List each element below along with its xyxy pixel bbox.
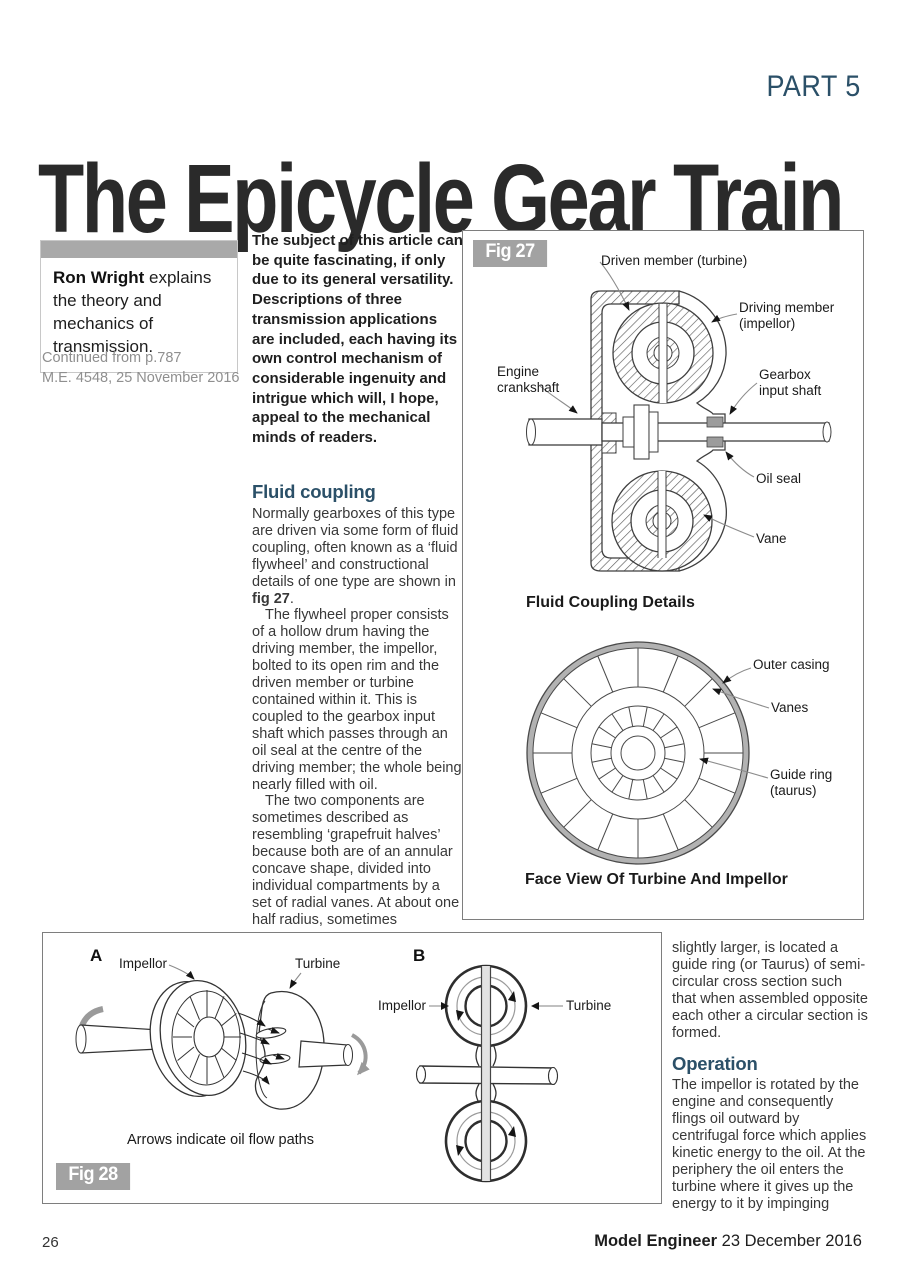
fig28-tag: Fig 28 xyxy=(56,1163,131,1190)
fluid-coupling-heading: Fluid coupling xyxy=(252,481,376,502)
fig28a-leaders xyxy=(168,964,302,989)
label-turbine-a: Turbine xyxy=(295,956,341,971)
figure-28: A Impellor Turbine B Impellor Turbine Ar… xyxy=(42,932,662,1204)
oil-seal-lower xyxy=(706,436,724,448)
author-box: Ron Wright explains the theory and mecha… xyxy=(40,240,238,373)
label-outer-casing: Outer casing xyxy=(753,657,830,672)
oil-flow-arrows xyxy=(237,1012,285,1085)
oil-circulation-section xyxy=(415,964,563,1183)
footer-page-number: 26 xyxy=(42,1234,59,1251)
label-impellor-b: Impellor xyxy=(377,998,426,1013)
footer-date: 23 December 2016 xyxy=(717,1232,862,1250)
fig27-leader-lines xyxy=(539,261,758,538)
caption-fluid-coupling-details: Fluid Coupling Details xyxy=(526,594,695,611)
label-gearbox-input-shaft: Gearbox input shaft xyxy=(759,367,822,398)
fig27-drawing xyxy=(526,261,832,865)
article-lede: The subject of this article can be quite… xyxy=(252,232,463,447)
fluid-coupling-para1: Normally gearboxes of this type are driv… xyxy=(252,506,459,607)
label-turbine-b: Turbine xyxy=(566,998,612,1013)
face-view-leaders xyxy=(699,667,770,779)
caption-face-view: Face View Of Turbine And Impellor xyxy=(525,871,788,888)
right-column: slightly larger, is located a guide ring… xyxy=(672,940,868,1213)
author-name: Ron Wright xyxy=(53,268,145,287)
operation-para1: The impellor is rotated by the engine an… xyxy=(672,1077,867,1212)
guide-ring-paragraph: slightly larger, is located a guide ring… xyxy=(672,940,868,1041)
label-vane: Vane xyxy=(756,531,787,546)
part-label: PART 5 xyxy=(766,70,861,103)
label-vanes: Vanes xyxy=(771,700,809,715)
rotation-arrow-right xyxy=(350,1033,370,1076)
fluid-coupling-section: Fluid coupling Normally gearboxes of thi… xyxy=(252,481,463,929)
author-blurb: explains the theory and mechanics of tra… xyxy=(53,268,212,356)
footer-magazine-name: Model Engineer xyxy=(594,1232,718,1250)
label-engine-crankshaft: Engine crankshaft xyxy=(497,364,560,395)
label-oil-seal: Oil seal xyxy=(756,471,802,486)
fig28-part-a-letter: A xyxy=(90,946,103,965)
continued-from-note: Continued from p.787 M.E. 4548, 25 Novem… xyxy=(42,349,239,388)
label-impellor-a: Impellor xyxy=(119,956,168,971)
continued-line1: Continued from p.787 xyxy=(42,350,182,366)
continued-line2: M.E. 4548, 25 November 2016 xyxy=(42,369,240,386)
operation-heading: Operation xyxy=(672,1053,758,1075)
fluid-coupling-para3: The two components are sometimes describ… xyxy=(252,793,460,928)
fig27-tag: Fig 27 xyxy=(473,240,548,267)
label-driven-member: Driven member (turbine) xyxy=(601,253,748,268)
fig28-part-b-letter: B xyxy=(413,946,426,965)
fig28-caption: Arrows indicate oil flow paths xyxy=(127,1132,314,1148)
author-box-text: Ron Wright explains the theory and mecha… xyxy=(41,258,237,372)
label-guide-ring: Guide ring (taurus) xyxy=(770,767,833,798)
fig27-reference: fig 27 xyxy=(252,590,290,607)
fluid-coupling-cross-section xyxy=(526,261,832,572)
fluid-coupling-para2: The flywheel proper consists of a hollow… xyxy=(252,607,462,793)
impellor-turbine-isometric xyxy=(75,964,370,1110)
author-box-bar xyxy=(41,241,237,258)
footer-magazine-date: Model Engineer 23 December 2016 xyxy=(594,1232,862,1251)
circulation-arrowheads xyxy=(456,991,516,1156)
outer-vane-lines xyxy=(533,648,743,858)
dividing-plate xyxy=(481,966,491,1181)
label-driving-member: Driving member (impellor) xyxy=(739,300,835,331)
figure-27: Fig 27 Driven member (turbine) Driving m… xyxy=(462,230,864,920)
inner-vane-lines xyxy=(591,706,685,800)
oil-seal-upper xyxy=(706,416,724,428)
face-view-diagram xyxy=(526,641,770,865)
impellor-spokes xyxy=(173,990,241,1084)
fig28-drawing xyxy=(75,964,563,1183)
